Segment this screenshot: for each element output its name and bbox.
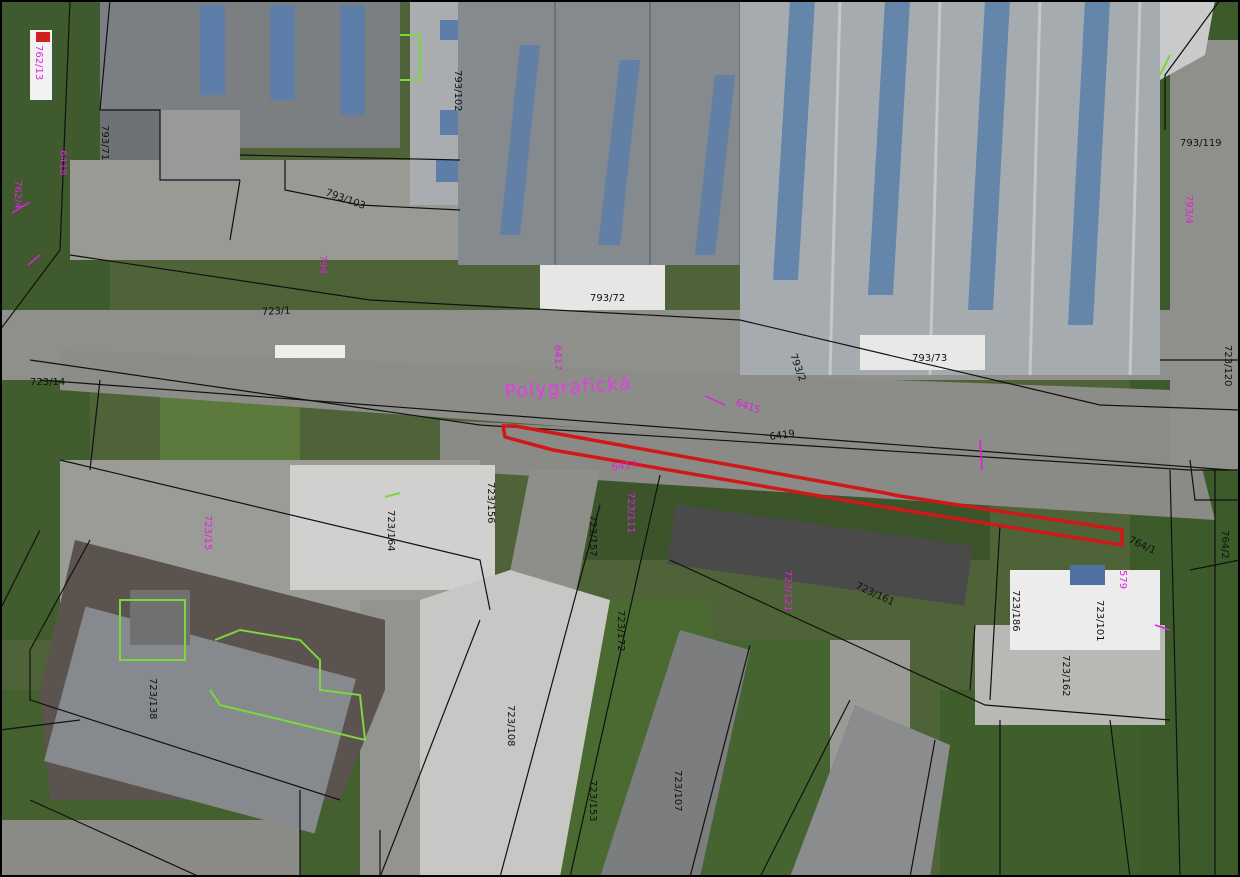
label-723-14: 723/14: [30, 377, 65, 388]
label-723-111: 723/111: [625, 492, 636, 534]
label-6417: 6417: [552, 345, 563, 370]
label-793-73: 793/73: [912, 353, 947, 364]
label-762-13: 762/13: [33, 45, 44, 80]
label-793-71: 793/71: [99, 125, 110, 160]
label-723-107: 723/107: [672, 770, 683, 812]
label-6418: 6418: [57, 150, 68, 175]
label-723-138: 723/138: [147, 678, 158, 720]
label-6419: 6419: [769, 429, 796, 443]
label-723-186: 723/186: [1010, 590, 1021, 632]
label-723-156: 723/156: [485, 482, 496, 524]
label-6417b: 6417: [611, 460, 637, 473]
label-723-157: 723/157: [587, 515, 598, 557]
label-723-120: 723/120: [1222, 345, 1233, 387]
label-723-15: 723/15: [202, 515, 213, 550]
label-723-164: 723/164: [385, 510, 396, 552]
label-723-162: 723/162: [1060, 655, 1071, 697]
label-793-119: 793/119: [1180, 138, 1222, 149]
label-579: 579: [1117, 570, 1128, 589]
label-793-4: 793/4: [1183, 195, 1194, 224]
highlighted-parcel: [501, 424, 1124, 547]
building-723-164: [290, 465, 495, 590]
label-723-1: 723/1: [262, 306, 291, 318]
parcel-labels: 793/2 723/1 6419 6417 723/14 762/13 762/…: [12, 45, 1233, 612]
label-762-4: 762/4: [12, 180, 23, 209]
building-outlines: [119, 34, 1171, 742]
boundary-marks: [11, 201, 1171, 631]
label-793-102: 793/102: [452, 70, 463, 112]
label-723-108: 723/108: [505, 705, 516, 747]
label-723-172: 723/172: [615, 610, 626, 652]
label-793-72: 793/72: [590, 293, 625, 304]
building-layer: [30, 0, 1215, 877]
label-723-101: 723/101: [1094, 600, 1105, 642]
label-723-153: 723/153: [587, 780, 598, 822]
label-794: 794: [317, 255, 328, 274]
label-764-2: 764/2: [1219, 530, 1230, 559]
label-723-121: 723/121: [782, 570, 793, 612]
